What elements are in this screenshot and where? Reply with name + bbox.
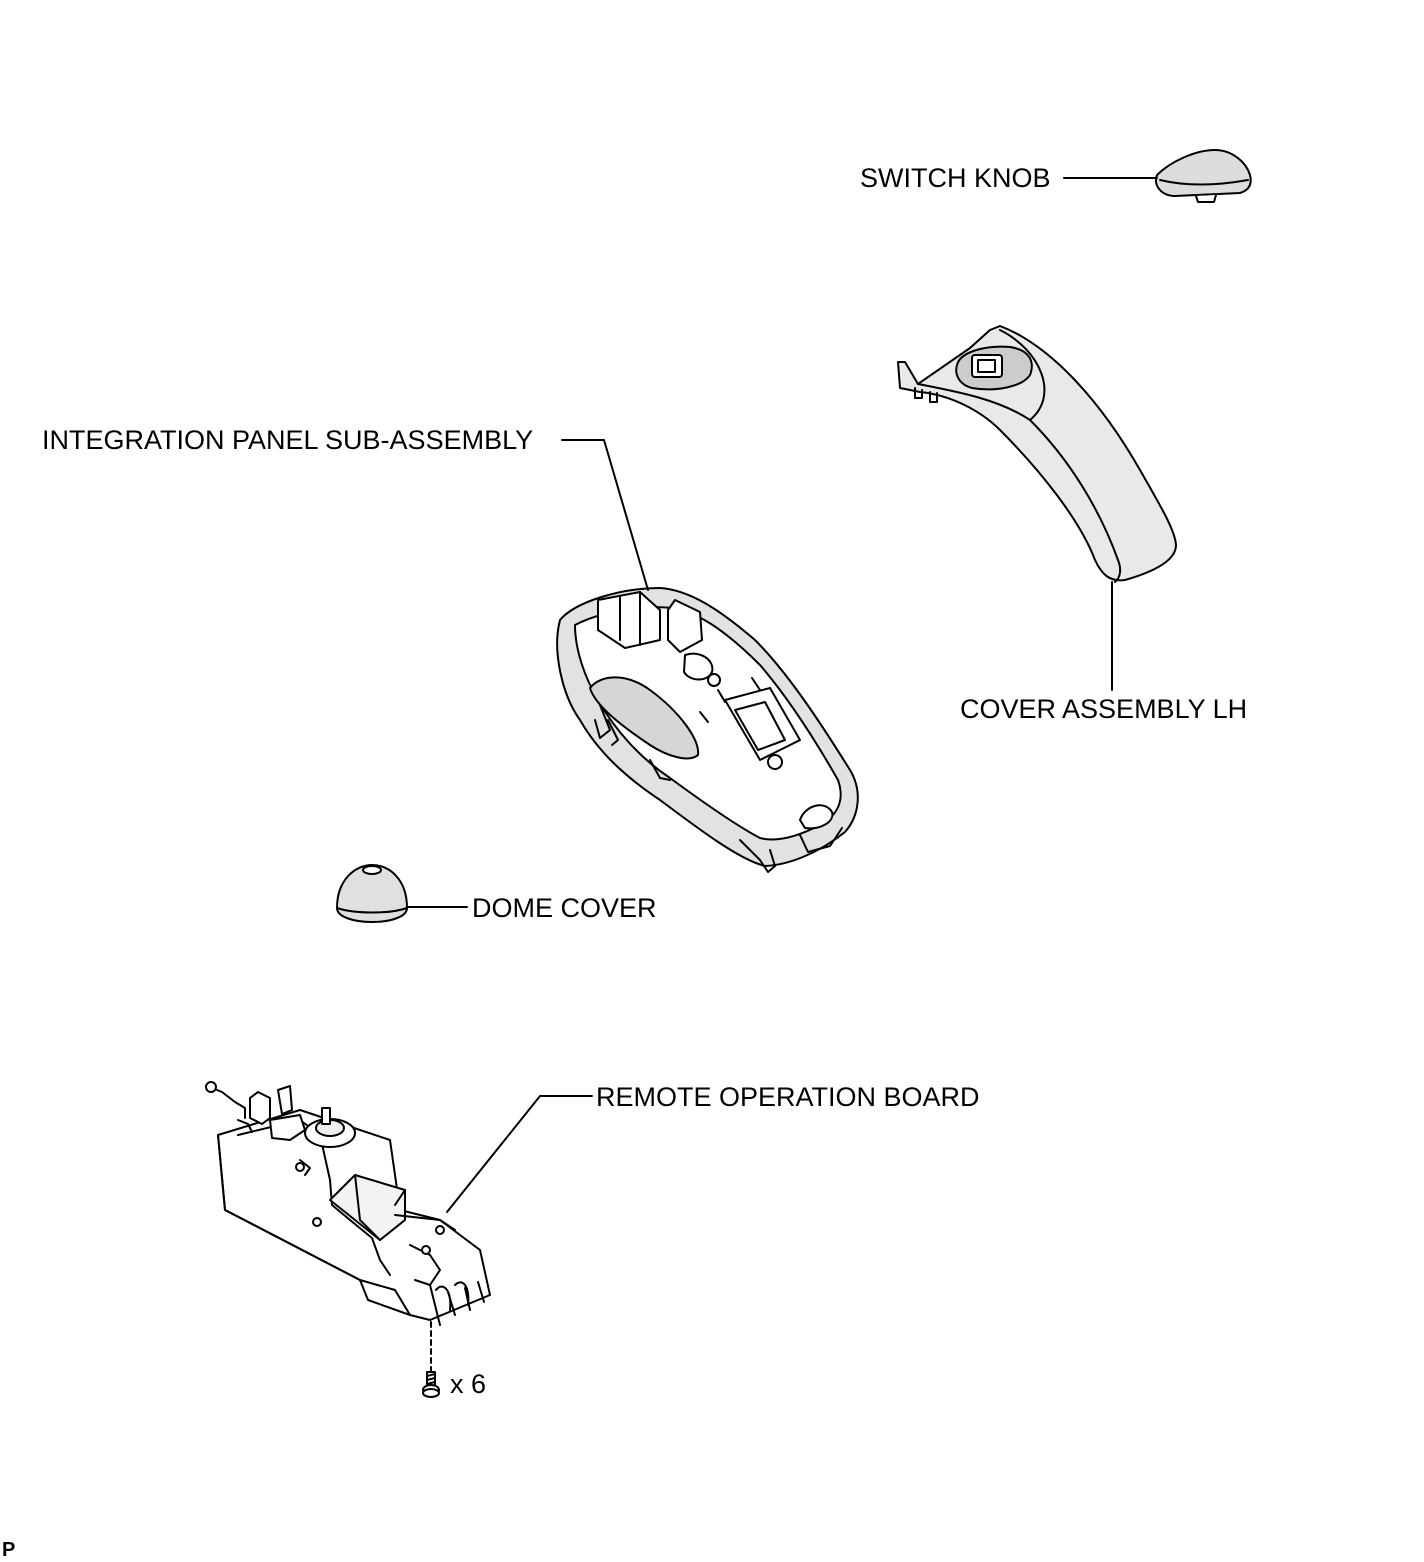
label-cover-assembly-lh: COVER ASSEMBLY LH (960, 694, 1248, 724)
label-integration-panel: INTEGRATION PANEL SUB-ASSEMBLY (42, 425, 534, 455)
integration-panel-leader (561, 439, 649, 591)
remote-operation-board-part (205, 1081, 491, 1326)
cover-assembly-lh-part (897, 325, 1177, 583)
remote-operation-board-leader (446, 1095, 593, 1213)
label-switch-knob: SWITCH KNOB (860, 163, 1051, 193)
integration-panel-part (556, 587, 859, 873)
screw-part (422, 1371, 440, 1398)
switch-knob-part (1155, 149, 1252, 203)
label-dome-cover: DOME COVER (472, 893, 657, 923)
dome-cover-part (336, 864, 408, 923)
corner-mark: P (2, 1539, 16, 1561)
label-remote-operation-board: REMOTE OPERATION BOARD (596, 1082, 980, 1112)
label-screw-quantity: x 6 (450, 1369, 487, 1399)
